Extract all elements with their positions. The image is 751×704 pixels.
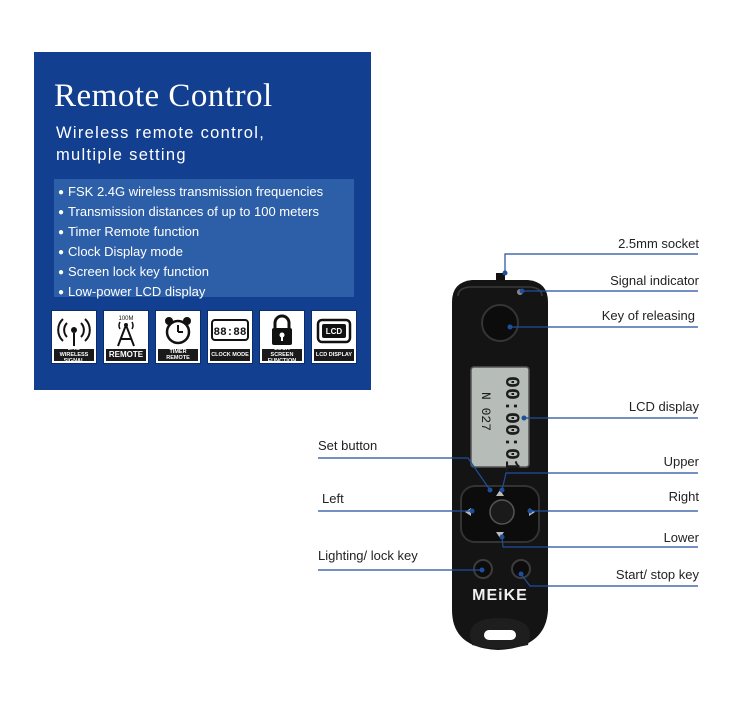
promo-panel: Remote Control Wireless remote control, …: [34, 52, 371, 390]
feature-badge-lock: LOCK SCREEN FUNCTION: [259, 310, 305, 364]
feature-list-box: FSK 2.4G wireless transmission frequenci…: [54, 179, 354, 299]
leader-dots: [469, 270, 533, 577]
feature-list: FSK 2.4G wireless transmission frequenci…: [58, 183, 354, 303]
label-signal-indicator: Signal indicator: [610, 273, 699, 288]
subtitle-line-2: multiple setting: [56, 146, 187, 164]
badge-caption: LCD DISPLAY: [314, 349, 354, 361]
feature-badge-timer: TIMER REMOTE: [155, 310, 201, 364]
feature-item: Transmission distances of up to 100 mete…: [58, 203, 354, 223]
feature-badge-wireless: 2.4G WIRELESS SIGNAL: [51, 310, 97, 364]
start-stop-key[interactable]: [511, 559, 531, 579]
alarm-clock-icon: [165, 317, 191, 345]
upper-button[interactable]: [496, 490, 504, 496]
feature-item: FSK 2.4G wireless transmission frequenci…: [58, 183, 354, 203]
subtitle-line-1: Wireless remote control,: [56, 124, 266, 142]
left-button[interactable]: [465, 508, 471, 516]
feature-item: Screen lock key function: [58, 263, 354, 283]
feature-badge-remote: 100M REMOTE: [103, 310, 149, 364]
lcd-readout: 00:00:01 N 027: [478, 376, 522, 472]
lcd-screen: [470, 366, 530, 468]
promo-subtitle: Wireless remote control, multiple settin…: [56, 122, 356, 166]
feature-item: Clock Display mode: [58, 243, 354, 263]
leader-lines: [318, 253, 698, 587]
padlock-icon: [272, 314, 292, 345]
brand-logo: MEiKE: [472, 587, 528, 604]
release-button[interactable]: [481, 304, 519, 342]
feature-item: Timer Remote function: [58, 223, 354, 243]
badge-digits: 88:88: [213, 327, 246, 339]
clock-digits-icon: 88:88: [211, 319, 249, 341]
label-release-key: Key of releasing: [601, 308, 695, 323]
label-right: Right: [668, 489, 699, 504]
wireless-signal-icon: [57, 318, 91, 346]
feature-badge-lcd: LCD LCD DISPLAY: [311, 310, 357, 364]
label-lcd-display: LCD display: [628, 399, 699, 414]
badge-text: LCD: [326, 327, 343, 336]
label-socket: 2.5mm socket: [618, 236, 699, 251]
feature-badge-clock: 88:88 CLOCK MODE: [207, 310, 253, 364]
label-start-stop: Start/ stop key: [615, 567, 699, 582]
feature-icon-row: 2.4G WIRELESS SIGNAL 100M REMOTE TIMER R…: [51, 310, 357, 364]
set-button[interactable]: [489, 499, 515, 525]
badge-caption: 2.4G WIRELESS SIGNAL: [54, 349, 94, 361]
promo-title: Remote Control: [54, 78, 273, 114]
lcd-count: N 027: [478, 392, 493, 431]
label-upper: Upper: [663, 454, 699, 469]
lower-button[interactable]: [496, 532, 504, 538]
remote-tower-icon: 100M: [117, 316, 135, 347]
badge-text: 100M: [118, 316, 133, 322]
feature-item: Low-power LCD display: [58, 283, 354, 303]
badge-caption: REMOTE: [106, 349, 146, 361]
badge-caption: LOCK SCREEN FUNCTION: [262, 349, 302, 361]
label-set-button: Set button: [318, 438, 378, 453]
socket-jack: [496, 273, 505, 281]
lcd-time: 00:00:01: [499, 376, 522, 472]
badge-caption: CLOCK MODE: [210, 349, 250, 361]
label-lower: Lower: [663, 530, 699, 545]
label-left: Left: [322, 491, 344, 506]
lcd-icon: LCD: [316, 318, 352, 344]
badge-caption: TIMER REMOTE: [158, 349, 198, 361]
label-lighting-lock: Lighting/ lock key: [318, 548, 418, 563]
